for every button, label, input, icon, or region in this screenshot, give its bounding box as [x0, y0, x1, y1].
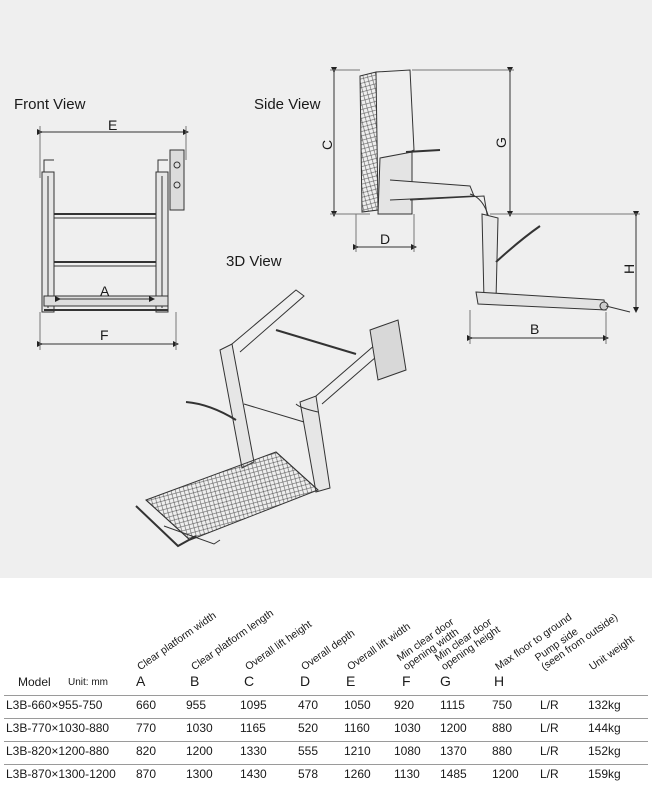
value-cell: L/R	[540, 767, 559, 781]
model-cell: L3B-820×1200-880	[6, 744, 110, 758]
value-cell: 1260	[344, 767, 371, 781]
row-divider	[4, 741, 648, 742]
value-cell: 1160	[344, 721, 370, 735]
dim-label-G: G	[493, 137, 509, 148]
value-cell: 1030	[394, 721, 421, 735]
column-letter-E: E	[346, 673, 356, 689]
value-cell: 1200	[440, 721, 467, 735]
value-cell: 1200	[186, 744, 213, 758]
dim-label-C: C	[319, 140, 335, 150]
value-cell: 159kg	[588, 767, 621, 781]
row-divider	[4, 718, 648, 719]
column-letter-B: B	[190, 673, 200, 689]
value-cell: 880	[492, 721, 513, 735]
value-cell: 1130	[394, 767, 420, 781]
column-letter-F: F	[402, 673, 411, 689]
value-cell: 1095	[240, 698, 267, 712]
value-cell: 1370	[440, 744, 467, 758]
value-cell: 770	[136, 721, 157, 735]
value-cell: 1165	[240, 721, 266, 735]
dim-label-F: F	[100, 327, 109, 343]
value-cell: 955	[186, 698, 207, 712]
dim-label-A: A	[100, 283, 110, 299]
model-header: Model	[18, 675, 51, 689]
value-cell: 152kg	[588, 744, 621, 758]
value-cell: 520	[298, 721, 319, 735]
value-cell: 820	[136, 744, 157, 758]
column-desc-line: Unit weight	[587, 633, 637, 673]
value-cell: 920	[394, 698, 415, 712]
3d-view-label: 3D View	[226, 253, 282, 270]
front-view-drawing	[37, 126, 189, 350]
column-desc-9: Unit weight	[587, 633, 637, 673]
column-letter-D: D	[300, 673, 311, 689]
value-cell: 880	[492, 744, 513, 758]
dim-label-D: D	[380, 231, 390, 247]
model-cell: L3B-870×1300-1200	[6, 767, 116, 781]
column-letter-G: G	[440, 673, 451, 689]
model-cell: L3B-660×955-750	[6, 698, 103, 712]
technical-drawing: E A F C G D B H Front View Side View 3D …	[0, 0, 652, 578]
value-cell: L/R	[540, 721, 559, 735]
value-cell: 1330	[240, 744, 267, 758]
value-cell: 660	[136, 698, 157, 712]
row-divider	[4, 695, 648, 696]
side-view-label: Side View	[254, 96, 321, 113]
value-cell: 1050	[344, 698, 371, 712]
value-cell: 1200	[492, 767, 519, 781]
value-cell: 1300	[186, 767, 213, 781]
value-cell: 1115	[440, 698, 465, 712]
lift-drawings: E A F C G D B H	[37, 67, 640, 548]
value-cell: L/R	[540, 698, 559, 712]
value-cell: 555	[298, 744, 319, 758]
value-cell: 578	[298, 767, 319, 781]
value-cell: L/R	[540, 744, 559, 758]
3d-view-drawing	[135, 289, 407, 548]
row-divider	[4, 764, 648, 765]
value-cell: 1485	[440, 767, 467, 781]
dim-label-E: E	[108, 117, 117, 133]
side-view-drawing	[330, 67, 640, 344]
unit-header: Unit: mm	[68, 677, 108, 688]
value-cell: 470	[298, 698, 319, 712]
model-cell: L3B-770×1030-880	[6, 721, 110, 735]
table-row: L3B-770×1030-880 770 1030 1165 520 1160 1030 12…	[0, 721, 652, 741]
table-row: L3B-660×955-750 660 955 1095 470 1050 920 1115 7…	[0, 698, 652, 718]
front-view-label: Front View	[14, 96, 86, 113]
value-cell: 1430	[240, 767, 267, 781]
value-cell: 144kg	[588, 721, 621, 735]
value-cell: 1080	[394, 744, 421, 758]
column-letter-H: H	[494, 673, 505, 689]
value-cell: 750	[492, 698, 513, 712]
dim-label-H: H	[621, 264, 637, 274]
value-cell: 1030	[186, 721, 213, 735]
value-cell: 870	[136, 767, 157, 781]
column-letter-C: C	[244, 673, 255, 689]
value-cell: 1210	[344, 744, 371, 758]
value-cell: 132kg	[588, 698, 621, 712]
table-row: L3B-870×1300-1200 870 1300 1430 578 1260 1130 1…	[0, 767, 652, 787]
column-letter-A: A	[136, 673, 146, 689]
table-row: L3B-820×1200-880 820 1200 1330 555 1210 1080 13…	[0, 744, 652, 764]
dim-label-B: B	[530, 321, 539, 337]
